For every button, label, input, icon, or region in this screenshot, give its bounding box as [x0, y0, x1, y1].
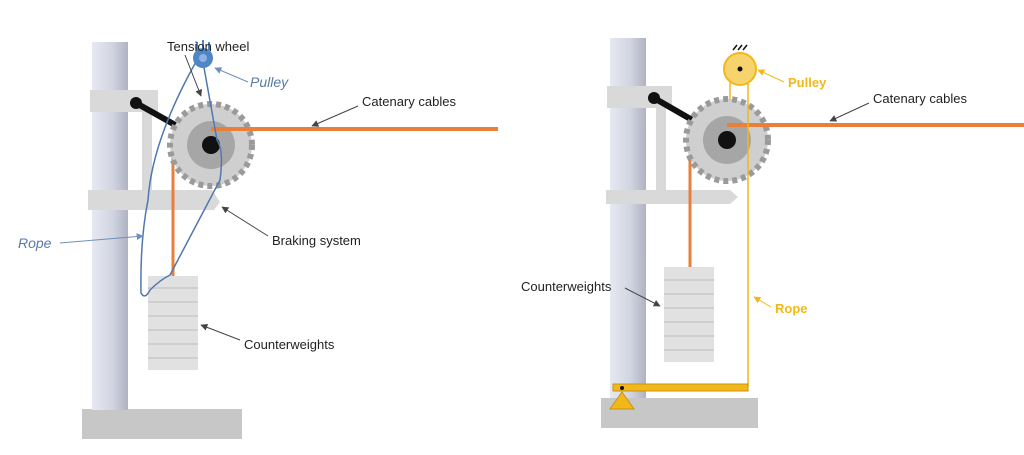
left-pulley-arrow	[214, 67, 249, 83]
left-pulley-label: Pulley	[250, 74, 289, 90]
right-diagram: Pulley Catenary cables Counterweights Ro…	[521, 38, 1024, 428]
right-tension-wheel	[683, 96, 771, 184]
right-rope-label: Rope	[775, 301, 808, 316]
left-diagram: Tension wheel Pulley Catenary cables Rop…	[18, 39, 498, 439]
left-counterweights-arrow	[200, 323, 241, 341]
right-pulley-label: Pulley	[788, 75, 827, 90]
right-upper-bracket	[607, 86, 672, 190]
left-counterweights	[148, 276, 198, 370]
right-lower-bracket	[606, 190, 738, 204]
left-lever-pivot	[130, 97, 142, 109]
left-braking-label: Braking system	[272, 233, 361, 248]
left-tension-wheel-arrow	[184, 54, 202, 97]
left-braking-platform	[88, 190, 220, 210]
left-rope-label: Rope	[18, 235, 52, 251]
right-catenary-arrow	[829, 102, 870, 122]
left-pulley	[193, 40, 213, 68]
right-lever-pivot	[648, 92, 660, 104]
right-counterweights-label: Counterweights	[521, 279, 612, 294]
left-braking-arrow	[221, 206, 269, 237]
left-rope-arrow	[59, 233, 144, 244]
left-catenary-label: Catenary cables	[362, 94, 456, 109]
left-base	[82, 409, 242, 439]
left-catenary-arrow	[311, 105, 359, 127]
left-tension-wheel	[167, 101, 255, 189]
left-rope	[140, 59, 223, 297]
right-counterweights	[664, 267, 714, 362]
right-lever-bar-pivot	[620, 386, 624, 390]
right-pulley-arrow	[757, 69, 785, 83]
right-catenary-label: Catenary cables	[873, 91, 967, 106]
right-pulley	[723, 44, 757, 86]
right-rope-arrow	[753, 296, 772, 308]
right-fulcrum	[609, 391, 635, 410]
left-counterweights-label: Counterweights	[244, 337, 335, 352]
left-upper-bracket	[90, 90, 158, 190]
right-lever-bar	[612, 383, 749, 392]
left-tension-wheel-label: Tension wheel	[167, 39, 249, 54]
right-counterweights-arrow	[624, 287, 661, 307]
